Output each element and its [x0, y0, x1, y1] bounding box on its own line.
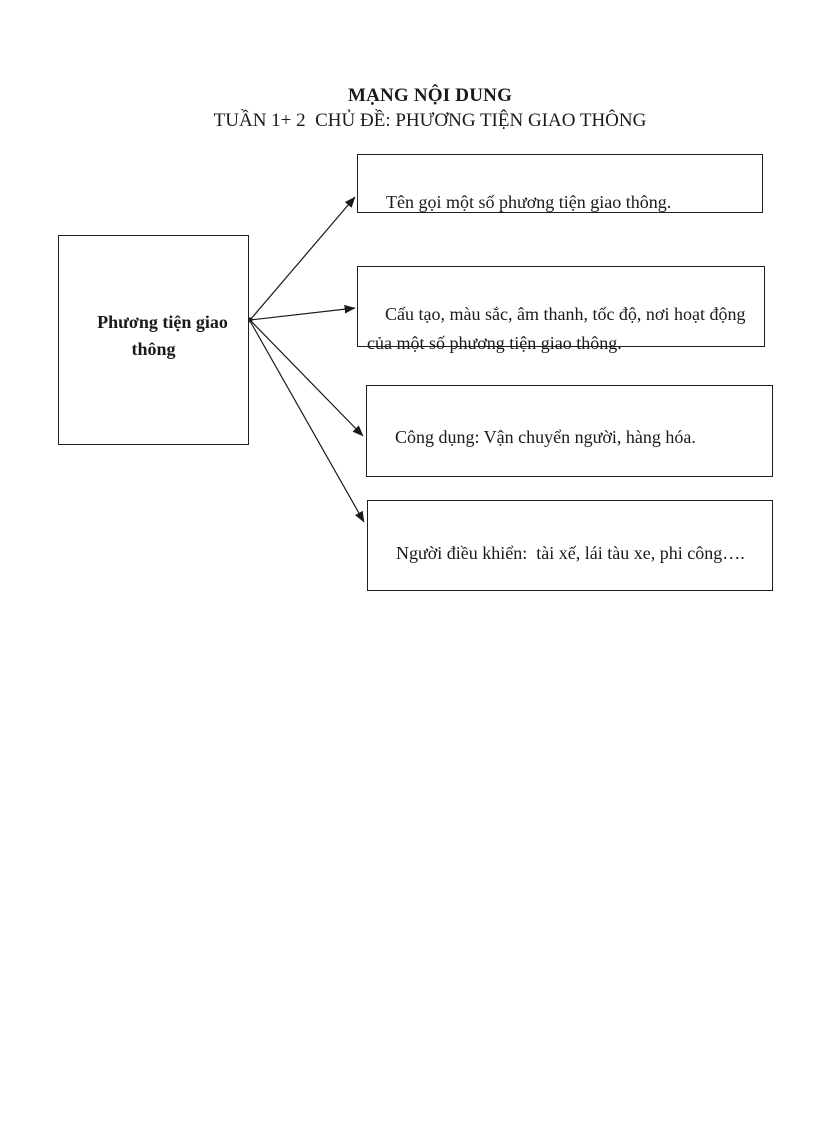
branch-node-label: Người điều khiển: tài xế, lái tàu xe, ph… — [396, 543, 745, 563]
arrow-to-branch-4 — [249, 320, 365, 523]
root-node: Phương tiện giao thông — [58, 235, 249, 445]
branch-node-ten-goi: Tên gọi một số phương tiện giao thông. — [357, 154, 763, 213]
arrow-to-branch-2 — [249, 304, 356, 321]
page-title: MẠNG NỘI DUNG — [347, 85, 513, 106]
branch-node-label: Tên gọi một số phương tiện giao thông. — [386, 192, 672, 212]
root-node-label: Phương tiện giao thông — [97, 312, 233, 359]
branch-node-label: Công dụng: Vận chuyển người, hàng hóa. — [395, 427, 696, 447]
branch-node-nguoi-dieu-khien: Người điều khiển: tài xế, lái tàu xe, ph… — [367, 500, 773, 591]
page-subtitle: TUẦN 1+ 2 CHỦ ĐỀ: PHƯƠNG TIỆN GIAO THÔNG — [213, 110, 647, 131]
branch-node-cau-tao: Cấu tạo, màu sắc, âm thanh, tốc độ, nơi … — [357, 266, 765, 353]
branch-node-label: Cấu tạo, màu sắc, âm thanh, tốc độ, nơi … — [367, 304, 750, 353]
arrow-to-branch-3 — [249, 319, 364, 437]
branch-node-cong-dung: Công dụng: Vận chuyển người, hàng hóa. — [366, 385, 773, 477]
arrow-to-branch-1 — [249, 196, 356, 321]
